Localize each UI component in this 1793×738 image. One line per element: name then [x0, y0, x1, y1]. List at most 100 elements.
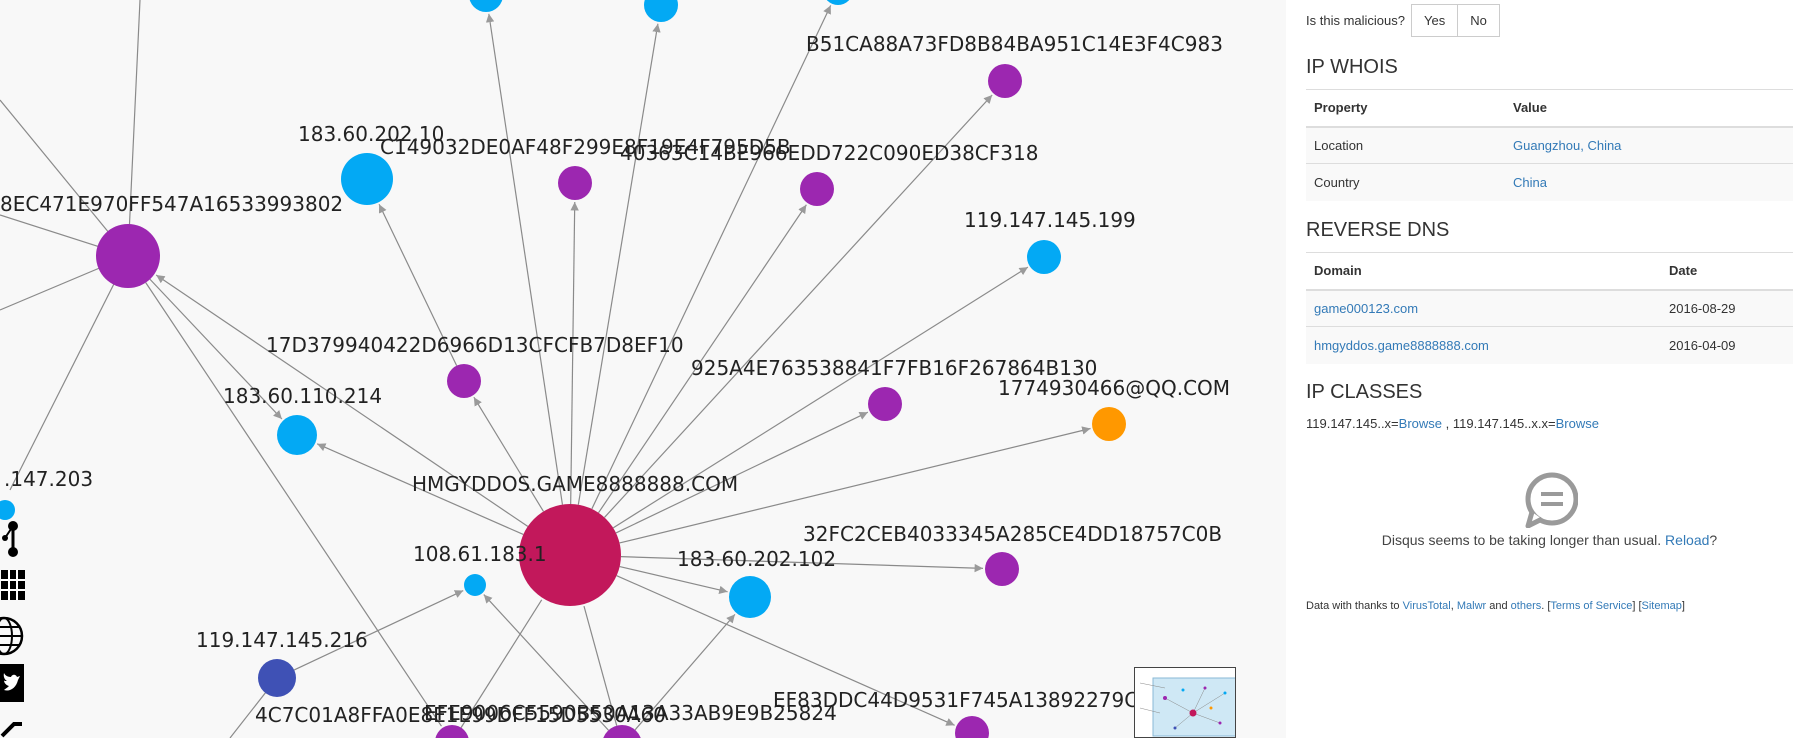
- whois-property: Location: [1306, 126, 1505, 164]
- graph-node-label: B51CA88A73FD8B84BA951C14E3F4C983: [806, 32, 1223, 56]
- graph-edge: [612, 266, 1029, 529]
- graph-node-hash[interactable]: [558, 166, 592, 200]
- graph-node-ip[interactable]: [469, 0, 503, 12]
- table-icon[interactable]: [0, 564, 26, 608]
- graph-node-hash[interactable]: [602, 725, 642, 738]
- graph-node-label: 119.147.145.199: [964, 208, 1136, 232]
- graph-node-label: EF83DDC44D9531F745A13892279CD: [773, 688, 1154, 712]
- disqus-suffix: ?: [1709, 532, 1718, 548]
- whois-value-link[interactable]: China: [1513, 174, 1547, 190]
- graph-node-ip[interactable]: [1027, 240, 1061, 274]
- footer-mid: ] [: [1632, 600, 1642, 612]
- malicious-vote: Is this malicious? Yes No: [1306, 4, 1500, 37]
- graph-node-label: 183.60.110.214: [223, 384, 382, 408]
- graph-node-ip[interactable]: [823, 0, 853, 5]
- reverse-dns-table: Domain Date game000123.com 2016-08-29 hm…: [1306, 252, 1793, 364]
- graph-node-hash[interactable]: [800, 172, 834, 206]
- browse-class-c-link[interactable]: Browse: [1398, 416, 1443, 431]
- graph-node-label: .147.203: [4, 467, 93, 491]
- graph-edge: [604, 94, 993, 518]
- ip-class-c-text: 119.147.145..x=: [1306, 416, 1399, 431]
- rdns-domain-link[interactable]: game000123.com: [1314, 300, 1419, 316]
- graph-node-label: EFE9006C5590B50A13A33AB9E9B25824: [424, 701, 837, 725]
- graph-node-label: 32FC2CEB4033345A285CE4DD18757C0B: [803, 522, 1222, 546]
- graph-edge: [378, 203, 458, 366]
- table-row: Location Guangzhou, China: [1306, 126, 1793, 164]
- graph-edge: [9, 255, 129, 491]
- browse-class-b-link[interactable]: Browse: [1555, 416, 1599, 431]
- comment-bubble-icon: [1525, 472, 1578, 528]
- graph-node-label: 183.60.202.10: [298, 122, 444, 146]
- graph-minimap[interactable]: [1134, 667, 1236, 738]
- yes-button[interactable]: Yes: [1410, 4, 1459, 37]
- graph-node-label: C149032DE0AF48F299E8F19E4F795D5B: [380, 135, 791, 159]
- graph-node-ip[interactable]: [729, 576, 771, 618]
- share-icon[interactable]: [0, 718, 26, 738]
- graph-layout-icon[interactable]: [0, 516, 26, 560]
- graph-node-hash[interactable]: [868, 387, 902, 421]
- ip-class-separator: ,: [1442, 416, 1453, 431]
- twitter-icon[interactable]: [0, 662, 26, 706]
- globe-icon[interactable]: [0, 614, 26, 658]
- ip-classes-title: IP CLASSES: [1306, 381, 1423, 403]
- graph-edge: [483, 594, 609, 731]
- graph-node-label: 925A4E763538841F7FB16F267864B130: [691, 356, 1097, 380]
- table-row: Country China: [1306, 163, 1793, 201]
- graph-node-hash[interactable]: [96, 224, 160, 288]
- graph-toolbar: [0, 516, 26, 738]
- ip-whois-title: IP WHOIS: [1306, 56, 1398, 78]
- ip-class-b-text: 119.147.145..x.x=: [1452, 416, 1556, 431]
- malwr-link[interactable]: Malwr: [1456, 600, 1487, 612]
- rdns-domain-link[interactable]: hmgyddos.game8888888.com: [1314, 337, 1489, 353]
- whois-header-property: Property: [1306, 89, 1505, 128]
- graph-node-ip[interactable]: [644, 0, 678, 22]
- whois-value-link[interactable]: Guangzhou, China: [1513, 137, 1622, 153]
- disqus-reload-link[interactable]: Reload: [1665, 532, 1710, 548]
- graph-node-hash[interactable]: [955, 716, 989, 738]
- graph-canvas[interactable]: HMGYDDOS.GAME8888888.COM8EC471E970FF547A…: [0, 0, 1286, 738]
- graph-edge: [619, 566, 728, 594]
- graph-node-email[interactable]: [1092, 407, 1126, 441]
- no-button[interactable]: No: [1458, 4, 1500, 37]
- vote-button-group: Yes No: [1410, 4, 1500, 37]
- graph-node-label: 1774930466@QQ.COM: [998, 376, 1230, 400]
- graph-edge: [598, 204, 807, 514]
- graph-node-hash[interactable]: [447, 364, 481, 398]
- footer-end: ]: [1681, 600, 1685, 612]
- graph-node-hash[interactable]: [988, 64, 1022, 98]
- graph-edge: [145, 282, 442, 727]
- minimap-canvas[interactable]: [1135, 668, 1236, 738]
- reverse-dns-title: REVERSE DNS: [1306, 219, 1450, 241]
- footer: Data with thanks to VirusTotal, Malwr an…: [1306, 600, 1685, 612]
- graph-node-label: 119.147.145.216: [196, 628, 368, 652]
- graph-node-ip-dark[interactable]: [258, 659, 296, 697]
- graph-edge: [620, 556, 984, 573]
- graph-node-hash[interactable]: [985, 552, 1019, 586]
- graph-node-ip[interactable]: [277, 415, 317, 455]
- malicious-question: Is this malicious?: [1306, 13, 1405, 28]
- graph-node-ip[interactable]: [341, 153, 393, 205]
- whois-header-value: Value: [1505, 89, 1793, 128]
- graph-node-ip[interactable]: [464, 574, 486, 596]
- graph-edge: [149, 278, 283, 420]
- footer-comma: ,: [1450, 600, 1457, 612]
- rdns-date: 2016-08-29: [1661, 289, 1793, 327]
- graph-node-domain[interactable]: [519, 504, 621, 606]
- graph-edge: [615, 411, 869, 534]
- graph-node-label: 108.61.183.1: [413, 542, 547, 566]
- disqus-loader: Disqus seems to be taking longer than us…: [1306, 472, 1793, 548]
- terms-of-service-link[interactable]: Terms of Service: [1550, 600, 1633, 612]
- others-link[interactable]: others: [1510, 600, 1542, 612]
- graph-node-label: 4C7C01A8FFA0E8E1E99DFF15D5530A60: [255, 703, 666, 727]
- sitemap-link[interactable]: Sitemap: [1641, 600, 1682, 612]
- table-row: game000123.com 2016-08-29: [1306, 289, 1793, 327]
- rdns-date: 2016-04-09: [1661, 326, 1793, 364]
- rdns-header-date: Date: [1661, 252, 1793, 291]
- virustotal-link[interactable]: VirusTotal: [1402, 600, 1451, 612]
- footer-dot: . [: [1541, 600, 1551, 612]
- footer-prefix: Data with thanks to: [1306, 600, 1403, 612]
- graph-edge: [583, 605, 618, 726]
- graph-node-ip[interactable]: [0, 500, 15, 520]
- graph-node-hash[interactable]: [435, 725, 469, 738]
